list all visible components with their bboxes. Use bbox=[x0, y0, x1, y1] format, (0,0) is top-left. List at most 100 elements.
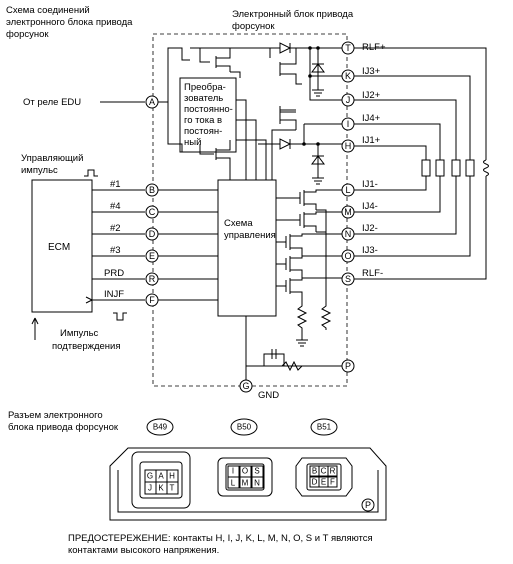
converter-line-6: ный bbox=[184, 137, 201, 148]
low-side-return bbox=[316, 209, 327, 300]
svg-text:S: S bbox=[345, 274, 351, 284]
svg-text:B: B bbox=[312, 467, 317, 476]
diagram-title-line1: Схема соединений bbox=[6, 5, 90, 16]
diode-upper bbox=[270, 42, 344, 54]
connector-tag-b51: B51 bbox=[310, 418, 338, 436]
transistor-n bbox=[276, 233, 344, 256]
svg-text:O: O bbox=[242, 467, 248, 476]
pulse-up-icon bbox=[84, 169, 98, 177]
injf-arrow bbox=[85, 296, 93, 304]
transistor-upper-1 bbox=[190, 47, 270, 72]
diode-lower bbox=[258, 138, 344, 150]
upper-bus bbox=[309, 48, 344, 101]
transistor-o bbox=[276, 255, 344, 278]
transistor-upper-3 bbox=[279, 106, 297, 130]
signal-label-k: IJ3+ bbox=[362, 66, 381, 77]
ground-stud-p: P bbox=[361, 498, 375, 512]
zener-lower bbox=[311, 150, 325, 178]
pin-r: R bbox=[145, 272, 159, 286]
svg-text:N: N bbox=[254, 479, 260, 488]
svg-text:B51: B51 bbox=[317, 423, 332, 432]
dc-converter-box bbox=[179, 77, 237, 153]
svg-text:O: O bbox=[344, 251, 351, 261]
transistor-m bbox=[276, 211, 344, 232]
ground-lower bbox=[312, 177, 324, 185]
pin-i: I bbox=[341, 117, 355, 131]
signal-label-m: IJ4- bbox=[362, 201, 378, 212]
svg-text:L: L bbox=[231, 479, 236, 488]
svg-text:P: P bbox=[365, 500, 371, 510]
edu-relay-label: От реле EDU bbox=[23, 97, 81, 108]
svg-text:A: A bbox=[149, 97, 155, 107]
svg-text:H: H bbox=[169, 472, 175, 481]
svg-text:N: N bbox=[345, 229, 352, 239]
confirm-pulse-label-2: подтверждения bbox=[52, 341, 121, 352]
converter-line-5: постоян- bbox=[184, 126, 222, 137]
signal-label-f: INJF bbox=[104, 289, 124, 300]
svg-text:D: D bbox=[312, 478, 318, 487]
pin-a: A bbox=[145, 95, 159, 109]
converter-line-4: го тока в bbox=[184, 115, 222, 126]
gnd-bus-resistor bbox=[281, 360, 303, 372]
signal-label-r: PRD bbox=[104, 268, 124, 279]
converter-line-1: Преобра- bbox=[184, 82, 226, 93]
pin-g: G bbox=[239, 379, 253, 393]
svg-text:G: G bbox=[242, 381, 249, 391]
svg-text:E: E bbox=[321, 478, 326, 487]
transistor-lower-1 bbox=[199, 140, 231, 166]
control-line-2: управления bbox=[224, 230, 276, 241]
signal-label-s: RLF- bbox=[362, 268, 383, 279]
control-pulse-label-1: Управляющий bbox=[21, 153, 83, 164]
pin-t: T bbox=[341, 41, 355, 55]
svg-text:L: L bbox=[345, 185, 350, 195]
confirm-pulse-arrow bbox=[31, 317, 39, 340]
signal-label-e: #3 bbox=[110, 245, 121, 256]
transistor-s bbox=[276, 277, 344, 300]
pin-h: H bbox=[341, 139, 355, 153]
signal-label-h: IJ1+ bbox=[362, 135, 381, 146]
pin-k: K bbox=[341, 69, 355, 83]
svg-text:D: D bbox=[149, 229, 156, 239]
converter-to-control-wires bbox=[236, 99, 267, 180]
converter-line-3: постоянно- bbox=[184, 104, 233, 115]
pin-o: O bbox=[341, 249, 355, 263]
caution-line2: контактами высокого напряжения. bbox=[68, 545, 219, 556]
connector-tag-b49: B49 bbox=[146, 418, 174, 436]
ecm-label: ECM bbox=[48, 242, 70, 253]
pin-f: F bbox=[145, 293, 159, 307]
pin-l: L bbox=[341, 183, 355, 197]
unit-housing-inner bbox=[117, 470, 379, 513]
transistor-upper-2 bbox=[269, 48, 302, 85]
pin-m: M bbox=[341, 205, 355, 219]
svg-text:C: C bbox=[149, 207, 156, 217]
svg-text:A: A bbox=[158, 472, 164, 481]
pin-d: D bbox=[145, 227, 159, 241]
svg-text:M: M bbox=[344, 207, 352, 217]
svg-text:I: I bbox=[347, 119, 350, 129]
connector-title-line2: блока привода форсунок bbox=[8, 422, 119, 433]
sense-resistors bbox=[296, 300, 332, 340]
pin-a-wire-up bbox=[158, 47, 190, 103]
svg-text:R: R bbox=[149, 274, 156, 284]
zener-upper bbox=[311, 58, 325, 90]
svg-text:R: R bbox=[330, 467, 336, 476]
signal-label-i: IJ4+ bbox=[362, 113, 381, 124]
svg-text:F: F bbox=[330, 478, 335, 487]
svg-text:B: B bbox=[149, 185, 155, 195]
unit-title-line1: Электронный блок привода bbox=[232, 9, 354, 20]
signal-label-c: #4 bbox=[110, 201, 121, 212]
diagram-title-line2: электронного блока привода bbox=[6, 17, 133, 28]
svg-text:G: G bbox=[147, 472, 153, 481]
gnd-label: GND bbox=[258, 390, 279, 401]
signal-label-o: IJ3- bbox=[362, 245, 378, 256]
signal-label-d: #2 bbox=[110, 223, 121, 234]
control-line-1: Схема bbox=[224, 218, 253, 229]
injector-wiring bbox=[354, 47, 489, 280]
diagram-title-line3: форсунок bbox=[6, 29, 49, 40]
signal-label-j: IJ2+ bbox=[362, 90, 381, 101]
svg-text:P: P bbox=[345, 361, 351, 371]
converter-line-2: зователь bbox=[184, 93, 223, 104]
connector-title-line1: Разъем электронного bbox=[8, 410, 103, 421]
transistor-l bbox=[276, 189, 344, 210]
